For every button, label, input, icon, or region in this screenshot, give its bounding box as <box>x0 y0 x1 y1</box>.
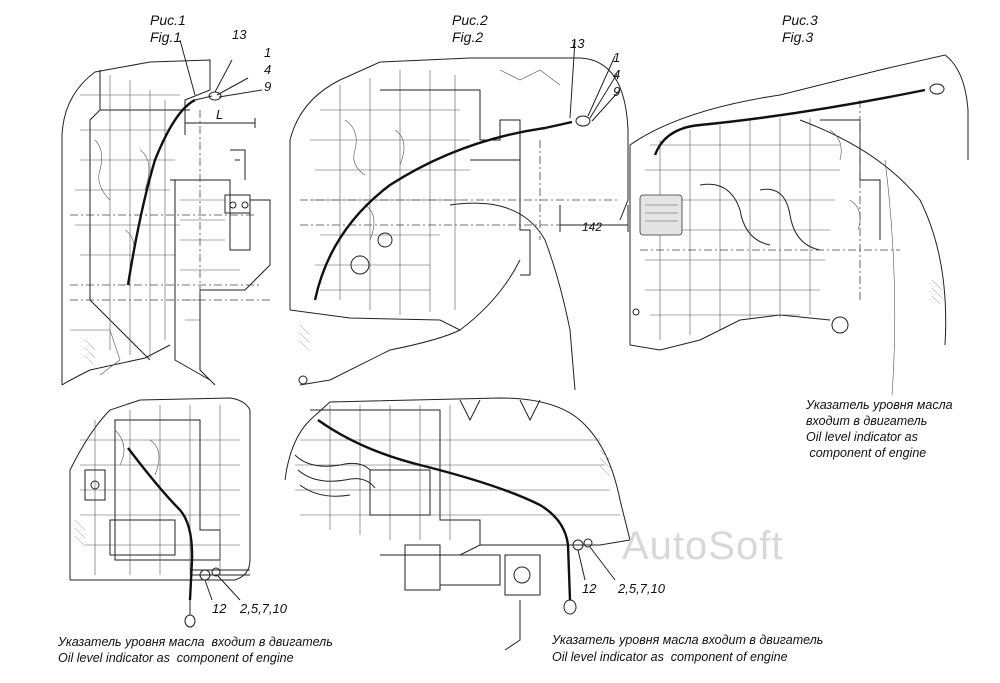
fig2-title-en: Fig.2 <box>452 29 484 45</box>
fig1-label-1: 1 <box>264 45 272 60</box>
fig2-dimension-142: 142 <box>582 220 603 234</box>
fig3-note-line-1: Указатель уровня масла <box>806 398 953 412</box>
detail2-label-12: 12 <box>582 581 597 596</box>
detail1-drawing <box>69 397 251 628</box>
fig1-label-4: 4 <box>264 62 272 77</box>
fig1-title-en: Fig.1 <box>150 29 182 45</box>
detail1-label-2-5-7-10: 2,5,7,10 <box>240 601 287 616</box>
fig2-label-13: 13 <box>570 36 585 51</box>
fig1-drawing <box>61 39 271 386</box>
fig3-note-line-3: Oil level indicator as <box>806 430 918 444</box>
detail2-note-ru: Указатель уровня масла входит в двигател… <box>552 633 824 647</box>
fig2-title-ru: Рис.2 <box>452 12 488 28</box>
fig2-drawing <box>289 39 629 391</box>
fig3-note-line-4: component of engine <box>806 446 927 460</box>
fig2-label-4: 4 <box>613 67 621 82</box>
detail1-label-12: 12 <box>212 601 227 616</box>
fig3-drawing <box>629 54 969 396</box>
fig3-title-en: Fig.3 <box>782 29 814 45</box>
detail2-label-2-5-7-10: 2,5,7,10 <box>618 581 665 596</box>
fig2-label-1: 1 <box>613 50 621 65</box>
fig1-dimension-l: L <box>216 107 224 122</box>
fig1-label-9: 9 <box>264 79 272 94</box>
fig3-title-ru: Рис.3 <box>782 12 818 28</box>
fig1-label-13: 13 <box>232 27 247 42</box>
fig3-note-line-2: входит в двигатель <box>806 414 928 428</box>
watermark: AutoSoft <box>622 524 784 568</box>
fig2-label-9: 9 <box>613 84 621 99</box>
detail2-note-en: Oil level indicator as component of engi… <box>552 650 788 664</box>
fig1-title-ru: Рис.1 <box>150 12 186 28</box>
detail1-note-ru: Указатель уровня масла входит в двигател… <box>58 635 333 649</box>
detail1-note-en: Oil level indicator as component of engi… <box>58 651 294 665</box>
detail2-drawing <box>284 397 631 651</box>
